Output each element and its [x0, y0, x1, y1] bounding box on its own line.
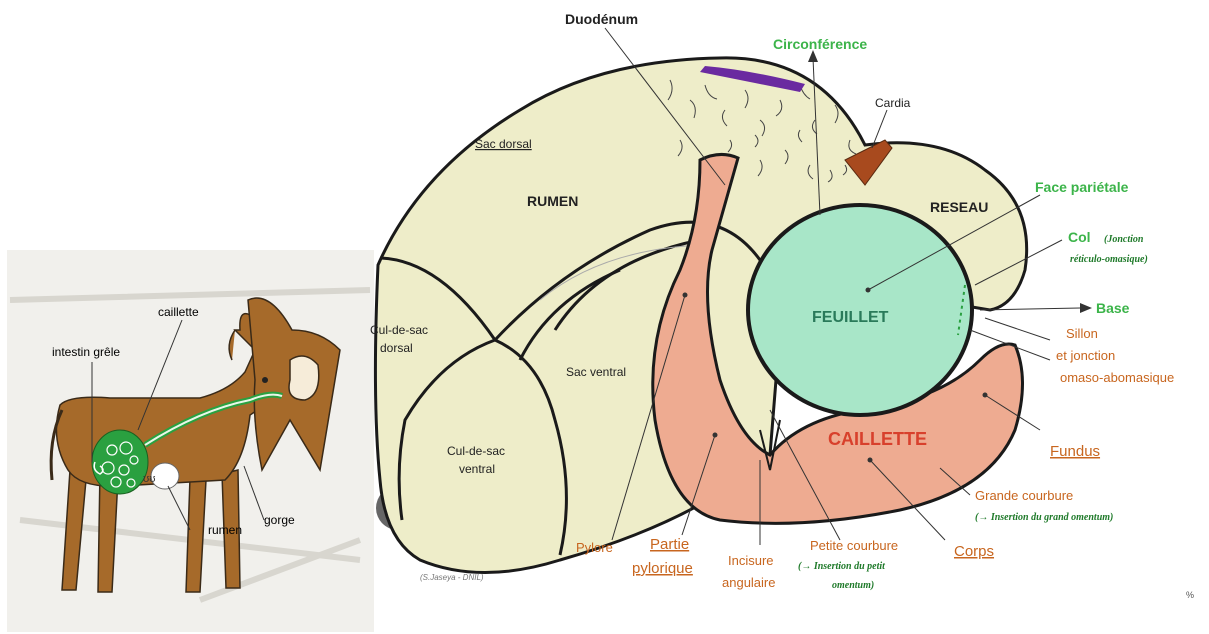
- label-sillon: Sillon: [1066, 326, 1098, 341]
- label-petite-note-1: (→ Insertion du petit: [798, 561, 886, 572]
- label-corps: Corps: [954, 543, 994, 560]
- label-rumen: rumen: [208, 523, 242, 537]
- label-caillette: caillette: [158, 305, 199, 319]
- label-petite-courbure: Petite courbure: [810, 538, 898, 553]
- label-col-note-2: réticulo-omasique): [1070, 254, 1148, 265]
- stomach-panel: Duodénum Circonférence Cardia Sac dorsal…: [370, 11, 1194, 600]
- label-cul-dorsal-1: Cul-de-sac: [370, 323, 428, 337]
- label-face-parietale: Face pariétale: [1035, 179, 1129, 195]
- label-incisure-1: Incisure: [728, 553, 774, 568]
- label-circonference: Circonférence: [773, 36, 867, 52]
- calf-panel: ʊʊ caillette intestin grêle rumen gorge: [7, 250, 374, 632]
- label-cul-ventral-2: ventral: [459, 462, 495, 476]
- label-col: Col: [1068, 229, 1091, 245]
- page-mark: %: [1186, 590, 1194, 600]
- label-jonction-2: omaso-abomasique: [1060, 370, 1174, 385]
- label-col-note-1: (Jonction: [1104, 234, 1144, 245]
- label-partie-1: Partie: [650, 536, 689, 553]
- label-reseau: RESEAU: [930, 199, 988, 215]
- label-incisure-2: angulaire: [722, 575, 776, 590]
- label-duodenum: Duodénum: [565, 11, 638, 27]
- calf-eye: [262, 377, 268, 383]
- label-rumen-title: RUMEN: [527, 193, 578, 209]
- svg-text:ʊʊ: ʊʊ: [143, 473, 156, 485]
- label-sac-dorsal: Sac dorsal: [475, 137, 532, 151]
- label-grande-note: (→ Insertion du grand omentum): [975, 512, 1113, 523]
- label-pylore: Pylore: [576, 540, 613, 555]
- label-partie-2: pylorique: [632, 560, 693, 577]
- label-cardia: Cardia: [875, 96, 911, 110]
- udder: [289, 356, 319, 400]
- label-jonction-1: et jonction: [1056, 348, 1115, 363]
- label-base: Base: [1096, 300, 1130, 316]
- label-intestin: intestin grêle: [52, 345, 120, 359]
- label-gorge: gorge: [264, 513, 295, 527]
- label-grande-courbure: Grande courbure: [975, 488, 1073, 503]
- label-cul-dorsal-2: dorsal: [380, 341, 413, 355]
- label-fundus: Fundus: [1050, 443, 1100, 460]
- label-cul-ventral-1: Cul-de-sac: [447, 444, 505, 458]
- label-feuillet: FEUILLET: [812, 309, 889, 326]
- label-sac-ventral: Sac ventral: [566, 365, 626, 379]
- label-petite-note-2: omentum): [832, 580, 874, 591]
- credit: (S.Jaseya - DNIL): [420, 573, 484, 582]
- label-caillette-organ: CAILLETTE: [828, 429, 927, 449]
